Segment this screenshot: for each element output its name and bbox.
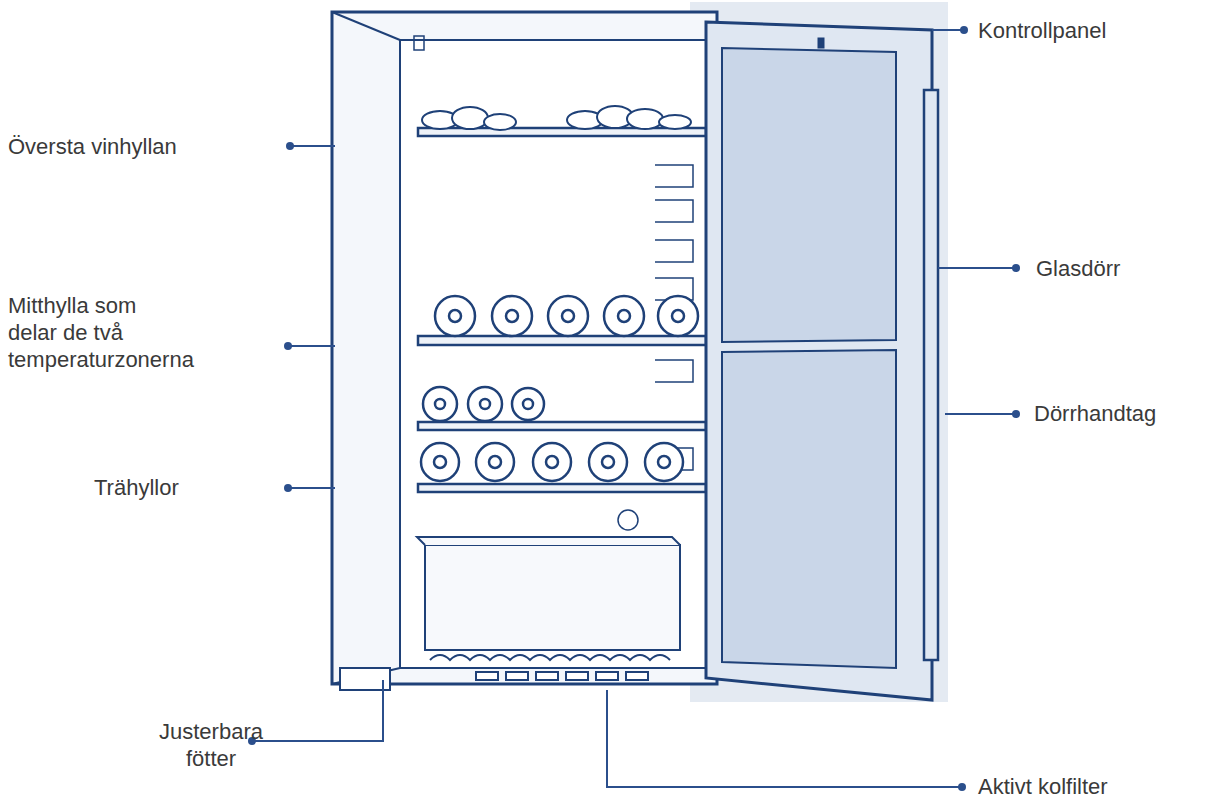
shelf-supports xyxy=(618,165,693,530)
part-label: Kontrollpanel xyxy=(978,17,1218,44)
part-label: Dörrhandtag xyxy=(1034,400,1219,427)
part-label: Justerbara fötter xyxy=(150,718,272,772)
door-backdrop xyxy=(690,2,948,702)
bottles-top xyxy=(422,106,691,130)
bottles-lower xyxy=(421,387,683,481)
feet-and-vents xyxy=(340,668,648,690)
cabinet xyxy=(332,12,717,684)
part-label: Glasdörr xyxy=(1036,255,1216,282)
part-label: Aktivt kolfilter xyxy=(978,773,1218,800)
part-label: Mitthylla som delar de två temperaturzon… xyxy=(8,292,173,373)
part-label: Översta vinhyllan xyxy=(8,133,288,160)
leader-dots xyxy=(248,26,1020,791)
glass-door xyxy=(706,22,938,700)
bottles-middle xyxy=(435,296,698,336)
leader-lines xyxy=(252,30,1016,787)
wooden-shelves xyxy=(418,128,706,492)
bottom-drawer xyxy=(417,537,680,660)
part-label: Trähyllor xyxy=(94,474,284,501)
